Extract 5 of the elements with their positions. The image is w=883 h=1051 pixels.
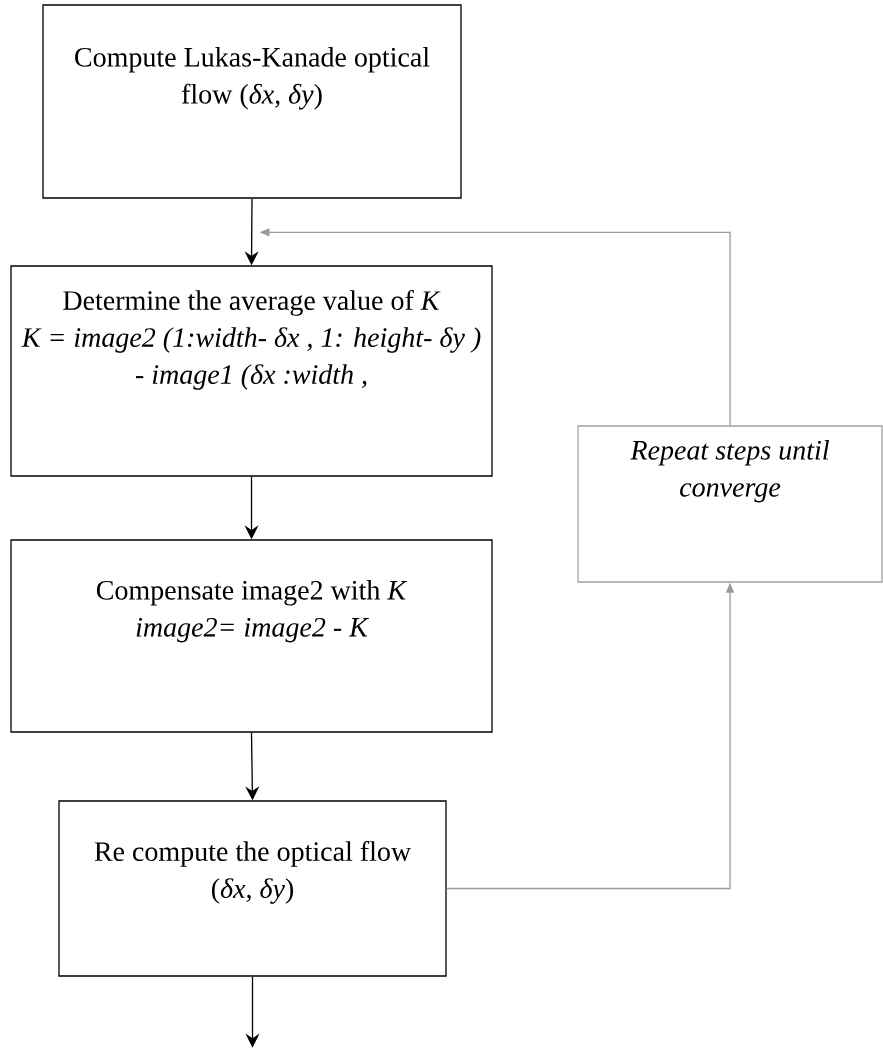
process-box: Determine the average value of K K = image2 (1:width- δx , 1: height- δy ) - image1 (δx :width , — [10, 265, 493, 477]
process-box: Compensate image2 with K image2= image2 - K — [10, 539, 493, 733]
process-box: Repeat steps until converge — [577, 425, 883, 583]
process-box: Re compute the optical flow (δx, δy) — [58, 800, 447, 977]
process-box: Compute Lukas-Kanade optical flow (δx, δy) — [42, 4, 462, 199]
